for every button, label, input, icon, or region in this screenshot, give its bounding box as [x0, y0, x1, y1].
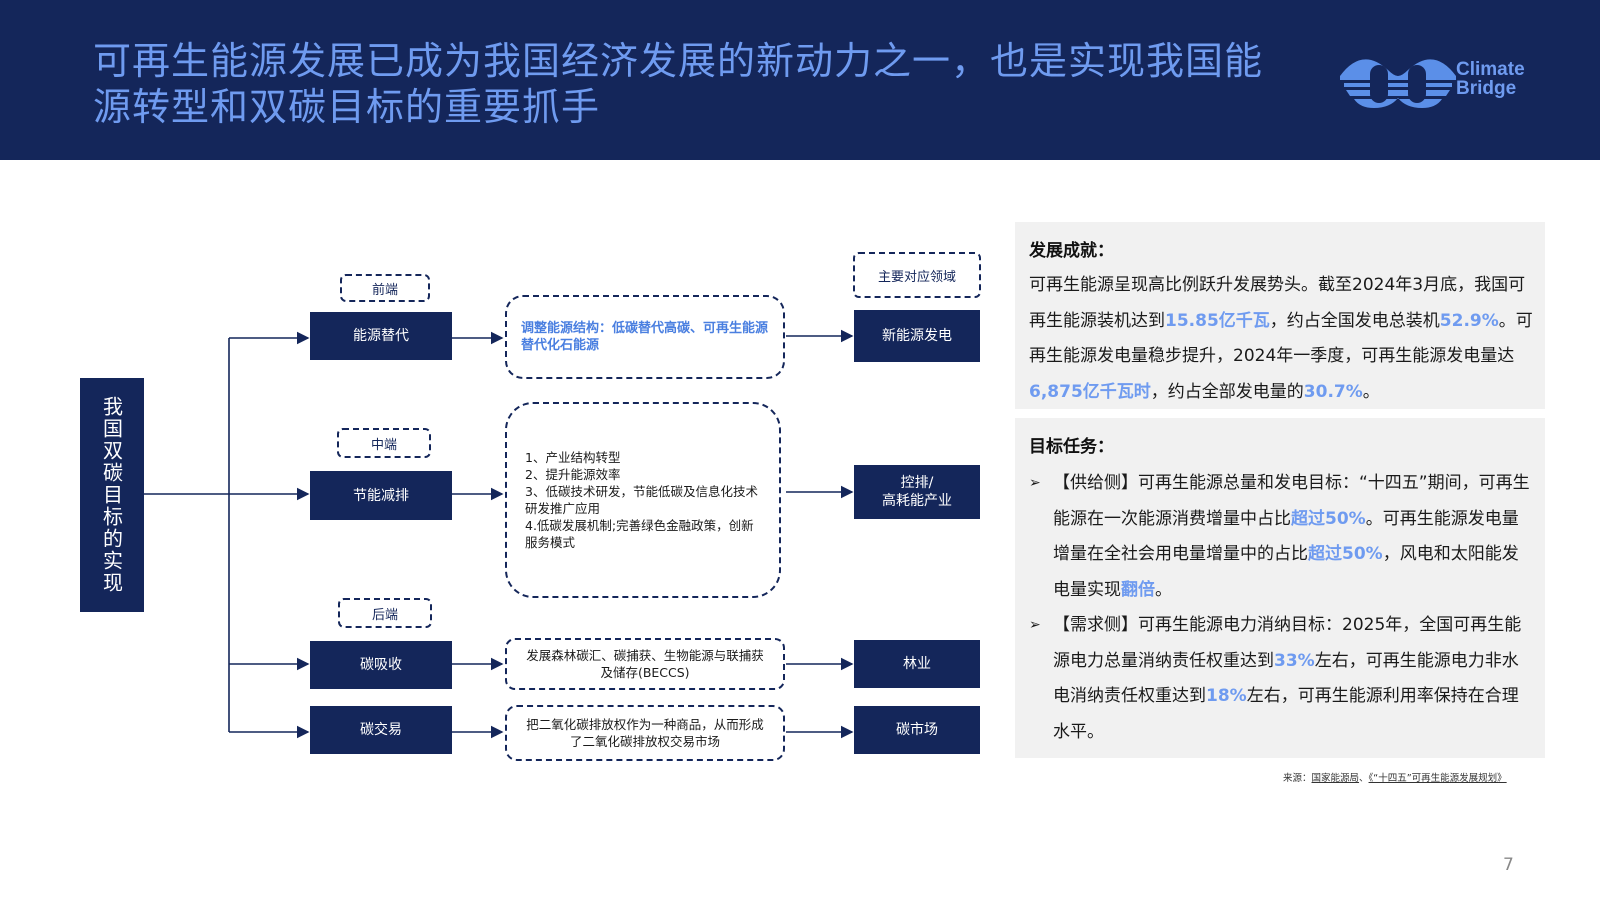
text-segment: 。可再生能源发电量增量在全社会用电量增量中的占比	[1053, 508, 1519, 565]
source-link-plan[interactable]: 《“十四五”可再生能源发展规划》	[1368, 773, 1507, 784]
achievements-text: 可再生能源呈现高比例跃升发展势头。截至2024年3月底，我国可再生能源装机达到1…	[1029, 268, 1534, 410]
targets-text: ➢ 【供给侧】可再生能源总量和发电目标：“十四五”期间，可再生能源在一次能源消费增…	[1029, 466, 1534, 750]
text-segment: 可再生能源呈现高比例跃升发展势头。截至2024年3月底，我国可再生能源装机达到	[1029, 275, 1526, 331]
text-segment: 左右，可再生能源电力非水电消纳责任权重达到	[1053, 650, 1519, 707]
text-segment: ，约占全部发电量的	[1150, 381, 1304, 402]
category-energy-saving: 节能减排	[310, 471, 452, 520]
source-note: 来源：国家能源局、《“十四五”可再生能源发展规划》	[1283, 770, 1507, 784]
text-segment: 【需求侧】可再生能源电力消纳目标：2025年，全国可再生能源电力总量消纳责任权重…	[1053, 615, 1522, 671]
text-segment: ，约占全国发电总装机	[1269, 310, 1440, 331]
source-label: 来源：	[1283, 773, 1312, 784]
list-item: 4.低碳发展机制;完善绿色金融政策，创新服务模式	[525, 518, 754, 550]
root-node: 我国双碳目标的实现	[80, 378, 144, 612]
category-carbon-absorption: 碳吸收	[310, 641, 452, 689]
text-segment: ，风电和太阳能发电量实现	[1053, 544, 1519, 600]
logo-text-line2: Bridge	[1456, 78, 1517, 99]
category-energy-substitution: 能源替代	[310, 312, 452, 360]
climate-bridge-logo-icon	[1340, 59, 1456, 108]
header-bar: 可再生能源发展已成为我国经济发展的新动力之一，也是实现我国能源转型和双碳目标的重…	[0, 0, 1600, 160]
text-segment: 。可再生能源发电量稳步提升，2024年一季度，可再生能源发电量达	[1029, 310, 1533, 367]
logo-text: Climate Bridge	[1456, 60, 1525, 98]
tag-middle: 中端	[337, 428, 431, 458]
domain-line1: 控排/	[900, 475, 934, 491]
tag-domain: 主要对应领域	[853, 252, 981, 298]
tag-front: 前端	[340, 274, 430, 302]
domain-renewable-power: 新能源发电	[854, 310, 980, 362]
highlight-value: 超过50%	[1291, 508, 1366, 529]
domain-carbon-market: 碳市场	[854, 706, 980, 754]
desc-energy-substitution: 调整能源结构：低碳替代高碳、可再生能源替代化石能源	[505, 295, 785, 379]
highlight-value: 15.85亿千瓦	[1165, 310, 1270, 331]
text-segment: 。	[1362, 381, 1380, 402]
targets-title: 目标任务：	[1029, 437, 1114, 457]
desc-carbon-trading: 把二氧化碳排放权作为一种商品，从而形成了二氧化碳排放权交易市场	[505, 705, 785, 761]
root-node-label: 我国双碳目标的实现	[99, 396, 124, 594]
bullet-arrow-icon: ➢	[1029, 475, 1041, 491]
achievements-panel: 发展成就： 可再生能源呈现高比例跃升发展势头。截至2024年3月底，我国可再生能…	[1015, 222, 1545, 409]
highlight-value: 30.7%	[1303, 381, 1363, 402]
text-segment: 。	[1155, 579, 1172, 600]
desc-carbon-absorption: 发展森林碳汇、碳捕获、生物能源与联捕获及储存(BECCS)	[505, 638, 785, 690]
domain-line2: 高耗能产业	[882, 493, 952, 509]
domain-high-energy-industry: 控排/ 高耗能产业	[854, 465, 980, 519]
list-item: 3、低碳技术研发，节能低碳及信息化技术研发推广应用	[525, 484, 758, 516]
list-item: 1、产业结构转型	[525, 450, 621, 465]
target-supply-side: ➢ 【供给侧】可再生能源总量和发电目标：“十四五”期间，可再生能源在一次能源消费增…	[1029, 466, 1534, 608]
page-number: 7	[1503, 855, 1514, 875]
tag-back: 后端	[338, 598, 432, 628]
domain-forestry: 林业	[854, 640, 980, 688]
highlight-value: 6,875亿千瓦时	[1029, 381, 1151, 402]
category-carbon-trading: 碳交易	[310, 706, 452, 754]
page-title: 可再生能源发展已成为我国经济发展的新动力之一，也是实现我国能源转型和双碳目标的重…	[93, 39, 1264, 129]
source-link-nea[interactable]: 国家能源局	[1311, 773, 1360, 784]
highlight-value: 52.9%	[1439, 310, 1499, 331]
targets-panel: 目标任务： ➢ 【供给侧】可再生能源总量和发电目标：“十四五”期间，可再生能源在一…	[1015, 418, 1545, 758]
bullet-arrow-icon: ➢	[1029, 617, 1041, 633]
text-segment: 左右，可再生能源利用率保持在合理水平。	[1053, 686, 1519, 742]
desc-energy-saving-list: 1、产业结构转型 2、提升能源效率 3、低碳技术研发，节能低碳及信息化技术研发推…	[525, 449, 765, 551]
connector-lines	[144, 329, 854, 739]
highlight-value: 翻倍	[1121, 579, 1155, 600]
achievements-title: 发展成就：	[1029, 241, 1114, 261]
highlight-value: 超过50%	[1308, 544, 1383, 564]
desc-energy-saving: 1、产业结构转型 2、提升能源效率 3、低碳技术研发，节能低碳及信息化技术研发推…	[505, 402, 781, 598]
text-segment: 【供给侧】可再生能源总量和发电目标：“十四五”期间，可再生能源在一次能源消费增量…	[1053, 473, 1530, 529]
logo-text-line1: Climate	[1456, 59, 1525, 80]
list-item: 2、提升能源效率	[525, 467, 621, 482]
highlight-value: 33%	[1274, 650, 1315, 671]
source-separator: 、	[1359, 773, 1369, 784]
target-demand-side: ➢ 【需求侧】可再生能源电力消纳目标：2025年，全国可再生能源电力总量消纳责任权…	[1029, 608, 1534, 750]
highlight-value: 18%	[1206, 686, 1247, 706]
carbon-goal-diagram: 我国双碳目标的实现 前端 中端 后端 主要对应领域 能源替代 节能减排 碳吸收 …	[0, 160, 1000, 820]
